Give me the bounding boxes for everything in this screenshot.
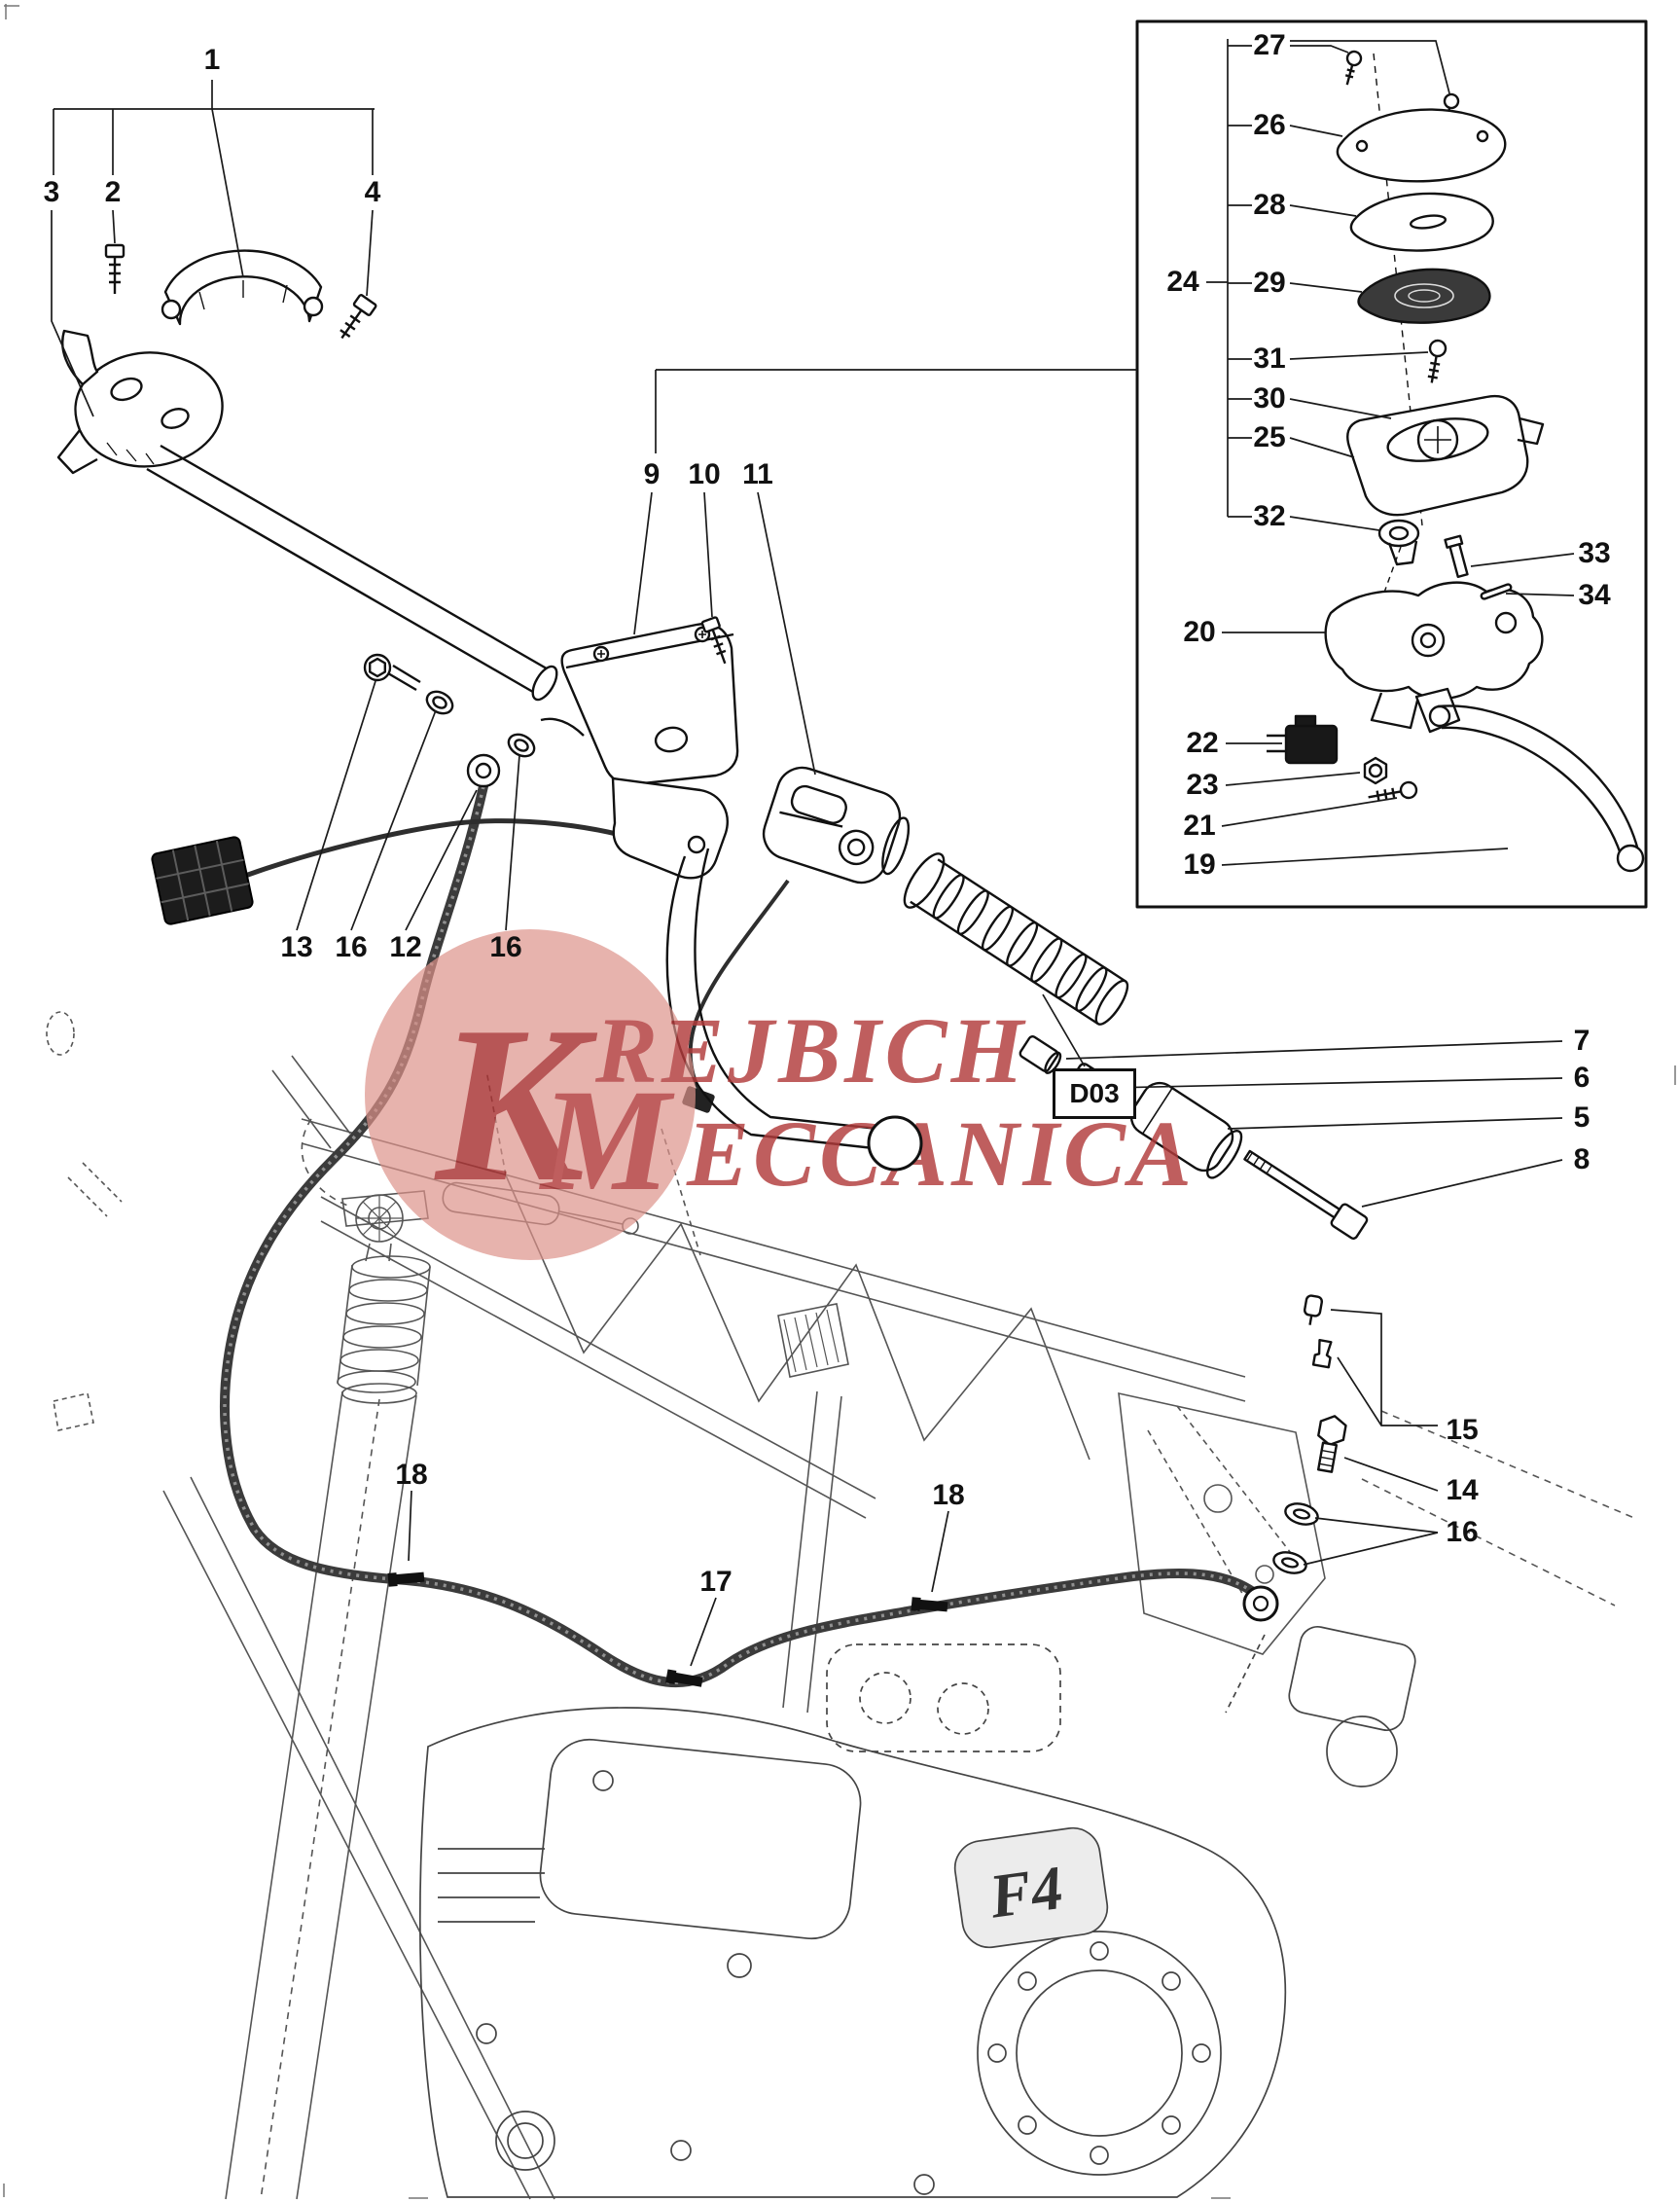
part-callout-14-32: 14 bbox=[1446, 1474, 1479, 1506]
part-callout-24-10: 24 bbox=[1166, 266, 1199, 298]
watermark-line2-initial: M bbox=[539, 1060, 675, 1221]
part-callout-19-22: 19 bbox=[1183, 848, 1216, 881]
part-callout-31-12: 31 bbox=[1253, 343, 1286, 375]
reference-box-d03: D03 bbox=[1053, 1068, 1136, 1119]
part-callout-7-27: 7 bbox=[1573, 1025, 1591, 1057]
part-callout-30-13: 30 bbox=[1253, 382, 1286, 415]
part-callout-16-33: 16 bbox=[1446, 1516, 1479, 1548]
part-callout-26-8: 26 bbox=[1253, 109, 1286, 141]
part-callout-11-6: 11 bbox=[742, 458, 773, 490]
part-callout-33-16: 33 bbox=[1578, 537, 1611, 569]
part-callout-32-15: 32 bbox=[1253, 500, 1286, 532]
part-callout-8-30: 8 bbox=[1573, 1143, 1591, 1175]
part-callout-13-23: 13 bbox=[280, 931, 313, 963]
edge-marks bbox=[3, 4, 1676, 2199]
handlebar-parts bbox=[56, 243, 1369, 1574]
part-callout-6-28: 6 bbox=[1573, 1062, 1591, 1094]
callout-leader-lines bbox=[51, 39, 1575, 1667]
part-callout-17-36: 17 bbox=[699, 1566, 733, 1598]
part-callout-25-14: 25 bbox=[1253, 421, 1286, 453]
part-callout-5-29: 5 bbox=[1573, 1101, 1591, 1134]
part-callout-12-25: 12 bbox=[389, 931, 422, 963]
watermark-letter-k: K bbox=[434, 980, 598, 1228]
part-callout-18-35: 18 bbox=[932, 1479, 965, 1511]
part-callout-3-1: 3 bbox=[43, 176, 60, 208]
part-callout-34-17: 34 bbox=[1578, 579, 1611, 611]
part-callout-15-31: 15 bbox=[1446, 1414, 1479, 1446]
part-callout-28-9: 28 bbox=[1253, 189, 1286, 221]
part-callout-9-4: 9 bbox=[643, 458, 661, 490]
inset-box-group bbox=[1135, 19, 1648, 909]
part-callout-4-3: 4 bbox=[364, 176, 381, 208]
part-callout-20-18: 20 bbox=[1183, 616, 1216, 648]
wiring-connector bbox=[151, 836, 254, 925]
engine-badge-text: F4 bbox=[984, 1853, 1067, 1931]
part-callout-27-7: 27 bbox=[1253, 29, 1286, 61]
watermark-line1: REJBICH bbox=[594, 998, 1027, 1102]
part-callout-22-19: 22 bbox=[1186, 727, 1219, 759]
part-callout-21-21: 21 bbox=[1183, 810, 1216, 842]
part-callout-29-11: 29 bbox=[1253, 267, 1286, 299]
part-callout-23-20: 23 bbox=[1186, 769, 1219, 801]
watermark: K REJBICH M ECCANICA bbox=[365, 929, 1192, 1260]
engine-cases: F4 bbox=[418, 1626, 1416, 2198]
part-callout-18-34: 18 bbox=[395, 1459, 428, 1491]
part-callout-10-5: 10 bbox=[688, 458, 721, 490]
part-callout-16-26: 16 bbox=[489, 931, 522, 963]
part-callout-1-0: 1 bbox=[203, 44, 221, 76]
part-callout-2-2: 2 bbox=[104, 176, 122, 208]
part-callout-16-24: 16 bbox=[335, 931, 368, 963]
